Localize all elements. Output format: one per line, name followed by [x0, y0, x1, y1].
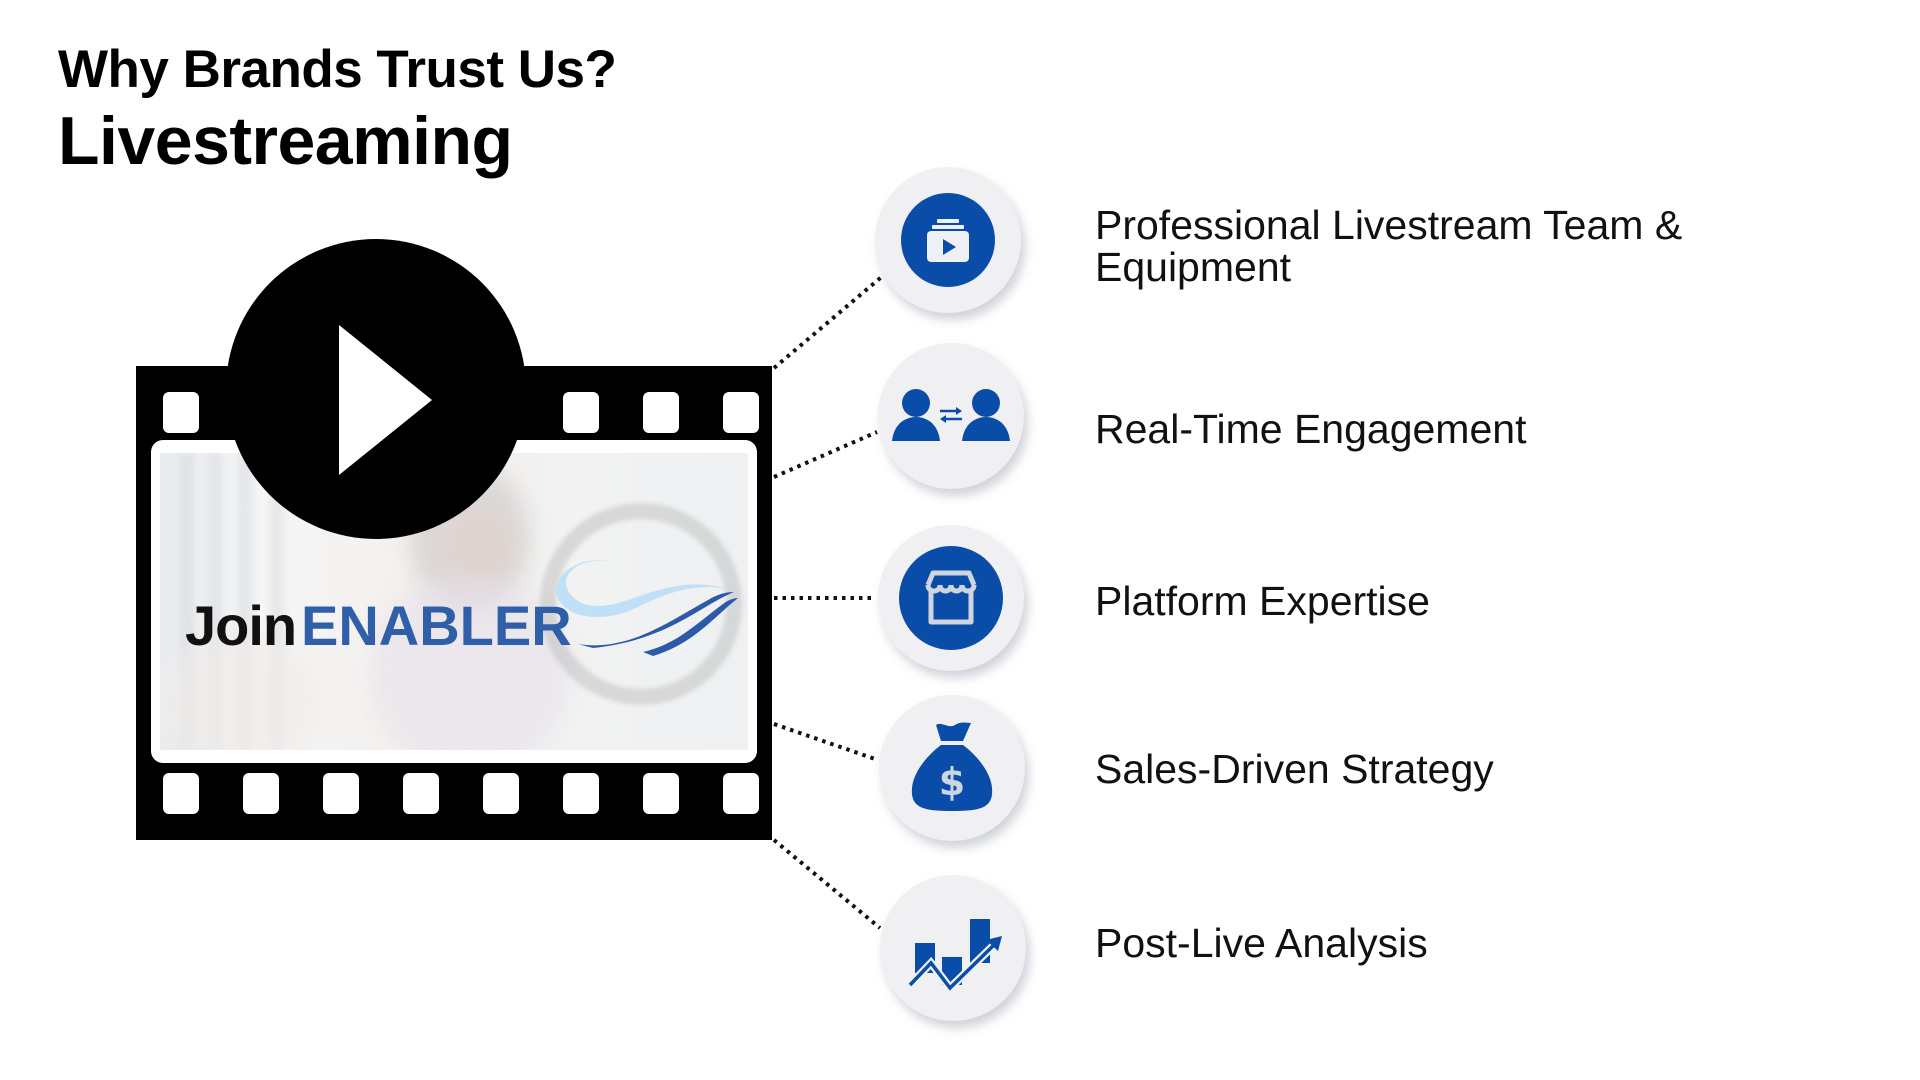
film-hole	[323, 773, 359, 814]
film-hole	[723, 773, 759, 814]
feature-badge-team	[875, 167, 1021, 313]
growth-chart-icon	[907, 919, 1002, 995]
feature-label-platform: Platform Expertise	[1095, 578, 1430, 624]
film-hole	[483, 773, 519, 814]
film-hole	[723, 392, 759, 433]
film-hole	[163, 392, 199, 433]
film-hole	[643, 773, 679, 814]
feature-label-line: Professional Livestream Team &	[1095, 202, 1683, 248]
connector-line	[773, 722, 879, 762]
film-hole	[403, 773, 439, 814]
page-title: Livestreaming	[58, 103, 513, 179]
feature-badge-engagement	[878, 343, 1024, 489]
page-subtitle: Why Brands Trust Us?	[58, 40, 617, 99]
film-hole	[643, 392, 679, 433]
feature-badge-sales: $	[879, 695, 1025, 841]
connector-line	[773, 430, 878, 479]
feature-label-engagement: Real-Time Engagement	[1095, 406, 1527, 452]
film-hole	[563, 773, 599, 814]
play-icon	[339, 325, 432, 475]
users-exchange-icon	[892, 389, 1010, 441]
logo-text-join: Join	[185, 594, 297, 657]
film-hole	[563, 392, 599, 433]
storefront-icon	[899, 546, 1003, 650]
video-folder-play-icon	[901, 193, 995, 287]
connector-line	[772, 272, 887, 370]
feature-label-team: Professional Livestream Team & Equipment	[1095, 204, 1682, 288]
money-bag-icon: $	[911, 722, 993, 811]
feature-label-sales: Sales-Driven Strategy	[1095, 746, 1494, 792]
film-hole	[243, 773, 279, 814]
play-button[interactable]	[226, 239, 526, 539]
film-hole	[163, 773, 199, 814]
feature-badge-analysis	[880, 875, 1026, 1021]
svg-text:$: $	[939, 760, 965, 804]
feature-label-line: Equipment	[1095, 244, 1292, 290]
feature-label-analysis: Post-Live Analysis	[1095, 920, 1428, 966]
logo-text-enabler: ENABLER	[301, 594, 572, 657]
feature-badge-platform	[878, 525, 1024, 671]
wave-logo-icon	[556, 560, 738, 656]
connector-line	[772, 838, 882, 930]
